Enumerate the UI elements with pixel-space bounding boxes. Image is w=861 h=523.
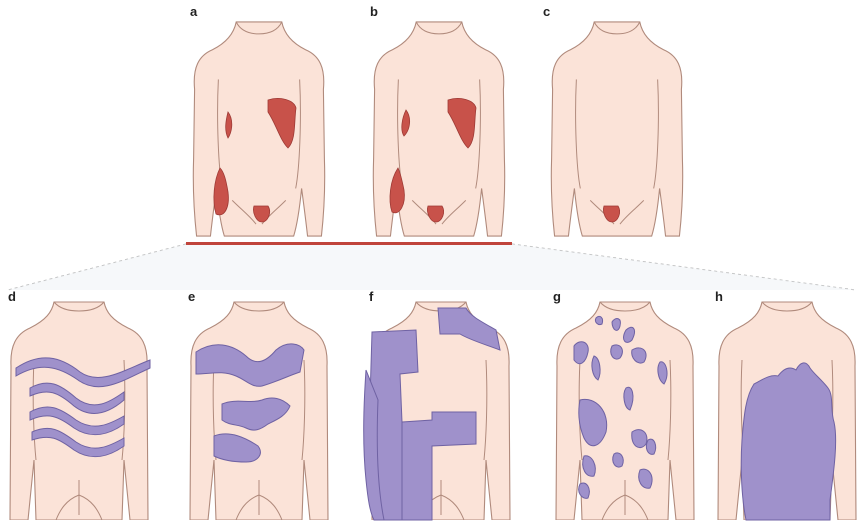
lesion-h-large-patch bbox=[741, 363, 835, 520]
panel-d bbox=[10, 302, 150, 520]
lesion-g-spot-1 bbox=[612, 319, 620, 331]
lesion-g-spot-13 bbox=[613, 453, 624, 467]
panel-h bbox=[718, 302, 856, 520]
guide-fill bbox=[8, 244, 856, 290]
panel-label-f: f bbox=[369, 289, 374, 304]
panel-g bbox=[556, 302, 694, 520]
panel-a bbox=[193, 22, 324, 236]
panel-label-d: d bbox=[8, 289, 16, 304]
front-torso-c bbox=[551, 22, 682, 236]
front-torso-a bbox=[193, 22, 324, 236]
panel-label-a: a bbox=[190, 4, 198, 19]
lesion-g-spot-6 bbox=[611, 345, 623, 359]
panel-label-e: e bbox=[188, 289, 195, 304]
lesion-g-spot-12 bbox=[646, 439, 655, 454]
panel-e bbox=[190, 302, 328, 520]
panel-b bbox=[373, 22, 504, 236]
panel-label-g: g bbox=[553, 289, 561, 304]
panel-label-c: c bbox=[543, 4, 550, 19]
back-torso-d bbox=[10, 302, 148, 520]
lesion-g-spot-16 bbox=[579, 483, 590, 498]
panel-label-b: b bbox=[370, 4, 378, 19]
panel-c bbox=[551, 22, 682, 236]
panel-f bbox=[364, 302, 510, 520]
panel-label-h: h bbox=[715, 289, 723, 304]
lesion-g-spot-11 bbox=[632, 430, 647, 448]
lesion-g-spot-2 bbox=[595, 316, 602, 324]
red-connector-line bbox=[186, 242, 512, 245]
